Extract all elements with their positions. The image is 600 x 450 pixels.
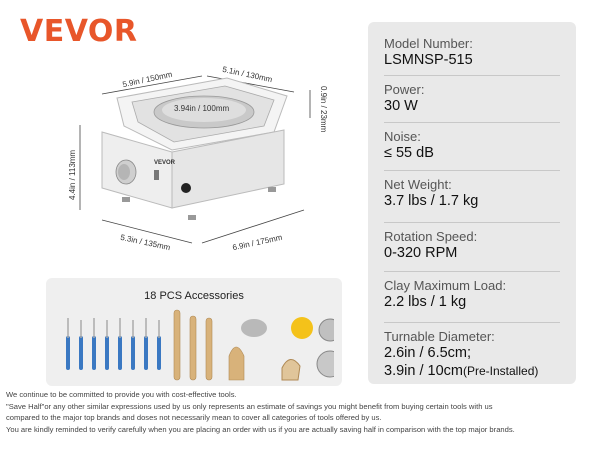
footer-disclaimer: We continue to be committed to provide y… bbox=[6, 389, 596, 435]
spec-power: Power: 30 W bbox=[384, 75, 560, 115]
spec-value: 2.6in / 6.5cm; bbox=[384, 345, 472, 361]
spec-value: 2.2 lbs / 1 kg bbox=[384, 294, 467, 310]
spec-label: Noise: bbox=[384, 129, 421, 144]
brand-logo: VEVOR bbox=[20, 14, 138, 49]
spec-clay-load: Clay Maximum Load: 2.2 lbs / 1 kg bbox=[384, 271, 560, 311]
spec-noise: Noise: ≤ 55 dB bbox=[384, 122, 560, 162]
footer-line: "Save Half"or any other similar expressi… bbox=[6, 401, 493, 411]
accessories-title: 18 PCS Accessories bbox=[144, 290, 244, 302]
dim-height-right: 0.9in / 23mm bbox=[319, 86, 328, 133]
spec-value: 30 W bbox=[384, 98, 418, 114]
spec-value-second-suffix: (Pre-Installed) bbox=[463, 364, 539, 378]
spec-value: 0-320 RPM bbox=[384, 245, 458, 261]
spec-value-second-main: 3.9in / 10cm bbox=[384, 363, 463, 379]
footer-line: We continue to be committed to provide y… bbox=[6, 390, 237, 399]
footer-line: compared to the major top brands and dos… bbox=[6, 413, 382, 422]
spec-label: Power: bbox=[384, 82, 425, 97]
spec-label: Net Weight: bbox=[384, 177, 452, 192]
spec-turntable-diameter: Turnable Diameter: 2.6in / 6.5cm; 3.9in … bbox=[384, 322, 560, 380]
spec-label: Model Number: bbox=[384, 36, 473, 51]
spec-value: ≤ 55 dB bbox=[384, 145, 434, 161]
spec-label: Turnable Diameter: bbox=[384, 329, 495, 344]
footer-line: You are kindly reminded to verify carefu… bbox=[6, 424, 515, 434]
pottery-wheel-illustration: 5.9in / 150mm 5.1in / 130mm 3.94in / 100… bbox=[62, 60, 342, 275]
spec-label: Rotation Speed: bbox=[384, 229, 478, 244]
specs-panel: Model Number: LSMNSP-515 Power: 30 W Noi… bbox=[368, 22, 576, 384]
spec-label: Clay Maximum Load: bbox=[384, 278, 507, 293]
needle-tools bbox=[66, 336, 161, 370]
product-badge: VEVOR bbox=[154, 160, 176, 166]
accessories-tools-drawing bbox=[66, 309, 334, 381]
accessories-panel: 18 PCS Accessories bbox=[46, 278, 342, 386]
spec-weight: Net Weight: 3.7 lbs / 1.7 kg bbox=[384, 170, 560, 210]
dim-height-left: 4.4in / 113mm bbox=[68, 149, 77, 200]
dim-inner: 3.94in / 100mm bbox=[174, 104, 230, 113]
pottery-wheel-drawing bbox=[79, 75, 311, 244]
spec-model: Model Number: LSMNSP-515 bbox=[384, 36, 560, 69]
spec-value-second: 3.9in / 10cm(Pre-Installed) bbox=[384, 362, 560, 380]
spec-rotation-speed: Rotation Speed: 0-320 RPM bbox=[384, 222, 560, 262]
spec-value: 3.7 lbs / 1.7 kg bbox=[384, 193, 479, 209]
spec-value: LSMNSP-515 bbox=[384, 52, 473, 68]
